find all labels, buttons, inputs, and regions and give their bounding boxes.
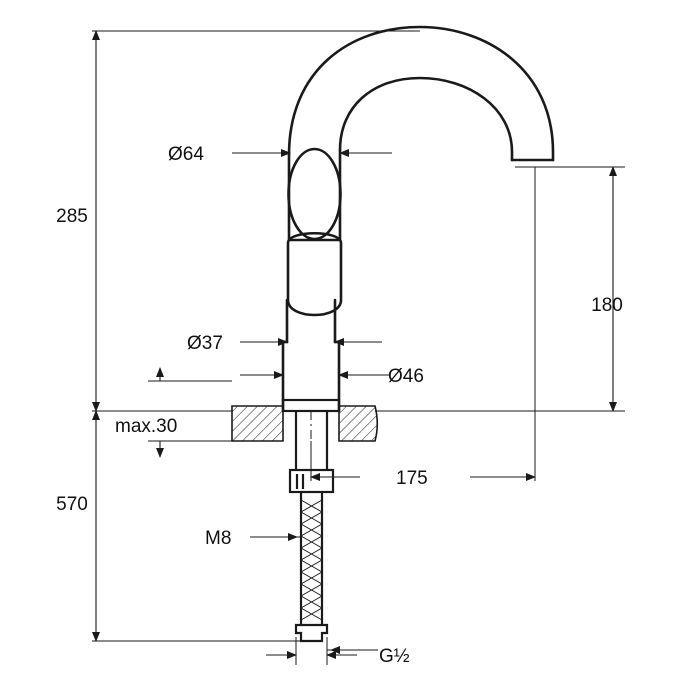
- counter-section: [231, 405, 379, 442]
- dimension-lines: [92, 30, 617, 659]
- label-thread-m8: M8: [205, 528, 231, 549]
- extension-lines: [92, 30, 625, 665]
- label-max-30: max.30: [115, 416, 177, 437]
- dimension-labels: 285 570 max.30 Ø64 Ø37 Ø46 180 175 M8 G½: [56, 144, 623, 667]
- label-height-570: 570: [56, 494, 88, 515]
- label-dia-37: Ø37: [187, 333, 223, 354]
- label-dia-64: Ø64: [168, 144, 204, 165]
- faucet-outline: [281, 25, 555, 413]
- label-height-180: 180: [591, 295, 623, 316]
- shank-assembly: [281, 398, 341, 643]
- label-reach-175: 175: [396, 468, 428, 489]
- label-thread-g-half: G½: [379, 646, 410, 667]
- label-height-285: 285: [56, 206, 88, 227]
- label-dia-46: Ø46: [388, 366, 424, 387]
